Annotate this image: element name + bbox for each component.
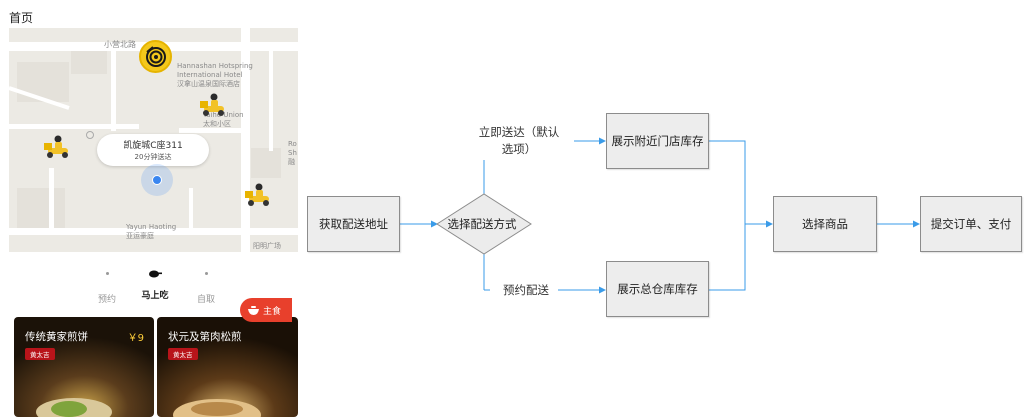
connector-nearby-merge [709,140,746,224]
food-image [157,317,298,417]
food-price: ￥9 [127,333,144,344]
hotel-label: Hannashan Hotspring International Hotel … [177,62,253,88]
node-choose-product[interactable]: 选择商品 [773,196,877,252]
mode-tab-scheduled[interactable]: 预约 [82,266,132,305]
pan-icon [149,270,162,278]
label-immediate: 立即送达（默认 选项） [466,124,572,158]
label-scheduled: 预约配送 [496,282,556,298]
connector-warehouse-merge [709,224,746,291]
edge-label-right: Ro Sh 融 [288,140,297,166]
brand-tag: 黄太吉 [168,348,198,360]
mode-tab-pickup[interactable]: 自取 [181,266,231,305]
street-label: 小营北路 [104,40,136,49]
edge-label-bottom: 阳明广场 [253,242,281,250]
food-card[interactable]: 状元及第肉松煎 黄太吉 [157,317,298,417]
brand-tag: 黄太吉 [25,348,55,360]
node-choose-method[interactable]: 选择配送方式 [447,217,517,231]
node-get-address[interactable]: 获取配送地址 [307,196,400,252]
food-name: 传统黄家煎饼 [25,331,88,343]
mode-tab-immediate[interactable]: 马上吃 [130,266,180,301]
location-dot-icon [141,164,173,196]
phone-mockup: 小营北路 Hannashan Hotspring International H… [9,28,298,417]
location-bubble[interactable]: 凯旋城C座311 20分钟送达 [97,134,209,166]
district-label: Taihe Union 太和小区 [203,111,244,128]
location-title: 凯旋城C座311 [123,141,183,151]
page-title: 首页 [9,11,34,25]
food-name: 状元及第肉松煎 [168,331,242,343]
category-badge[interactable]: 主食 [240,298,292,322]
location-eta: 20分钟送达 [134,153,172,161]
delivery-rider-icon [245,183,269,206]
bowl-icon [248,305,259,315]
delivery-rider-icon [200,93,224,116]
food-card[interactable]: 传统黄家煎饼 ￥9 黄太吉 [14,317,154,417]
bottom-area-label: Yayun Haoting 亚运豪庭 [126,223,177,240]
node-nearby-stock[interactable]: 展示附近门店库存 [606,113,709,169]
food-image [14,317,154,417]
node-submit-order[interactable]: 提交订单、支付 [920,196,1022,252]
delivery-rider-icon [44,135,68,158]
map-view[interactable]: 小营北路 Hannashan Hotspring International H… [9,28,298,252]
node-warehouse-stock[interactable]: 展示总仓库库存 [606,261,709,317]
spiral-logo-icon[interactable] [139,40,172,73]
category-badge-label: 主食 [263,306,282,317]
